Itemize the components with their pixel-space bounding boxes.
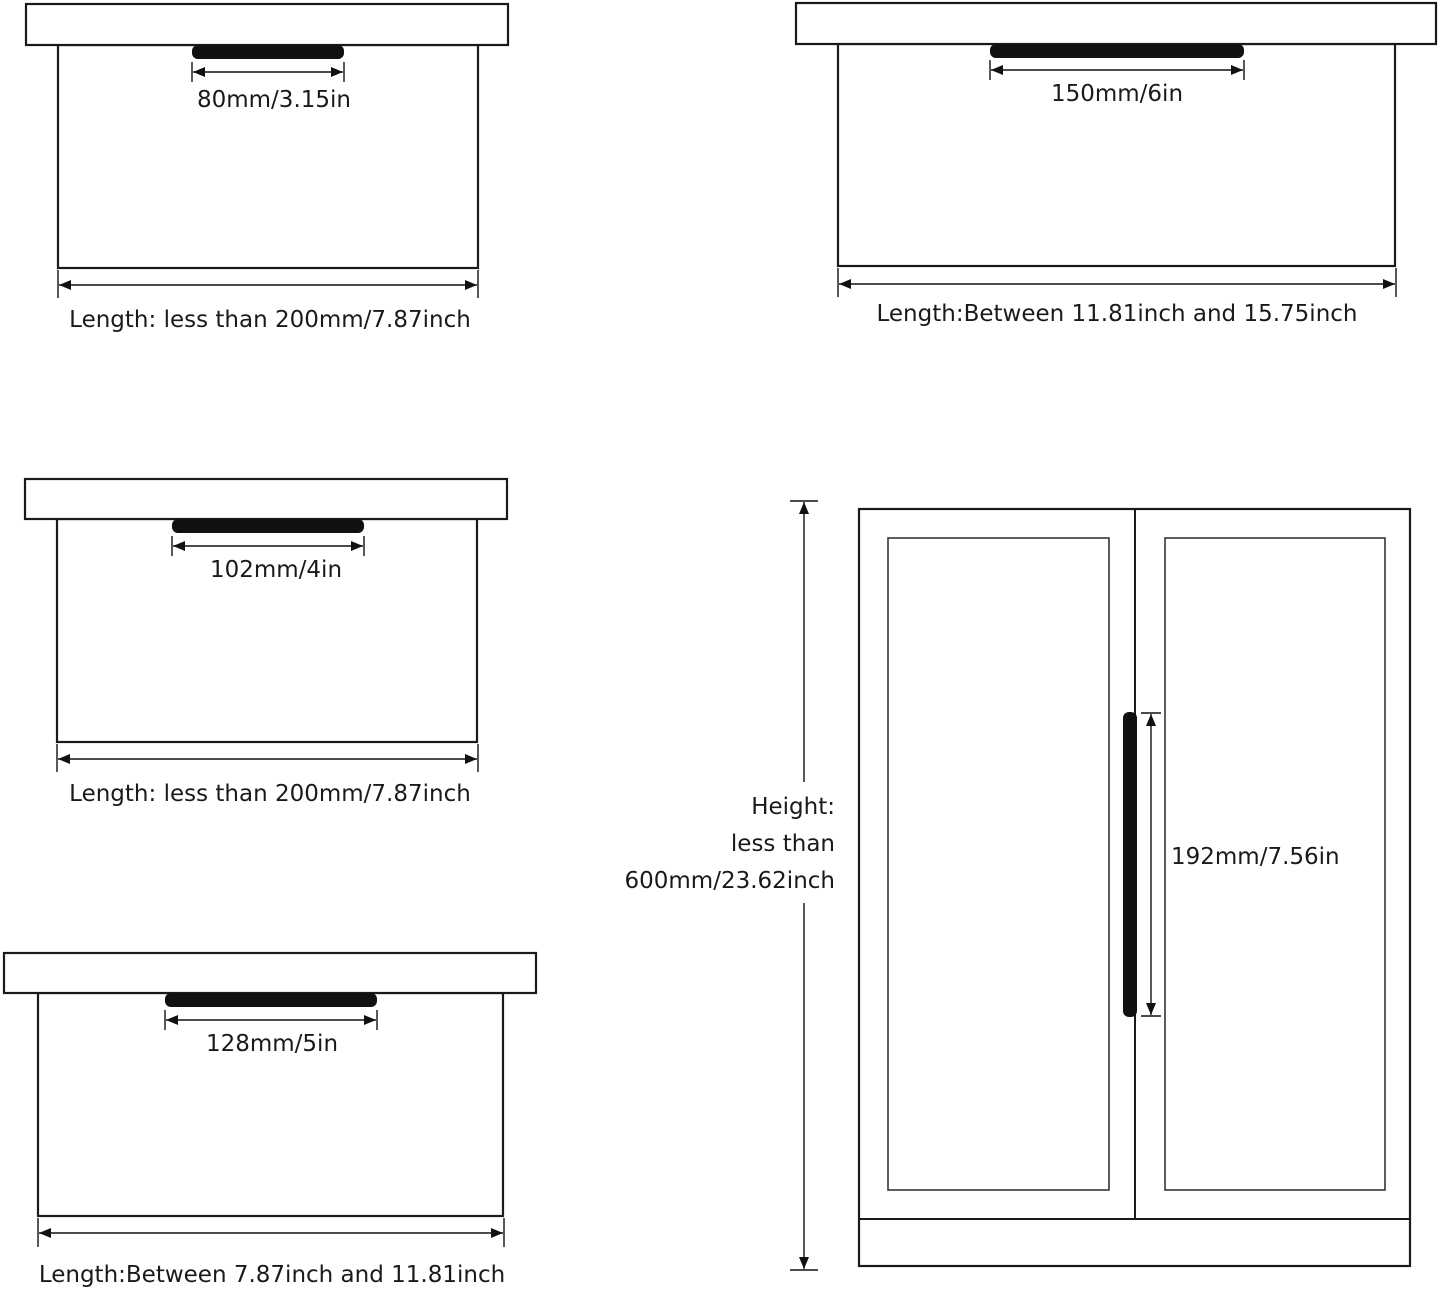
drawer-2: 150mm/6in Length:Between 11.81inch and 1… bbox=[794, 1, 1438, 327]
drawer-3-body bbox=[55, 517, 479, 744]
drawer-1-top-board bbox=[24, 2, 510, 47]
cabinet-right-door-panel bbox=[1164, 537, 1386, 1191]
drawer-1-length-label: Length: less than 200mm/7.87inch bbox=[69, 307, 471, 333]
drawer-4-handle-label: 128mm/5in bbox=[206, 1031, 338, 1057]
drawer-2-top-board bbox=[794, 1, 1438, 46]
drawer-3-length-label: Length: less than 200mm/7.87inch bbox=[69, 781, 471, 807]
drawer-2-handle bbox=[990, 44, 1244, 58]
drawer-3-handle-label: 102mm/4in bbox=[210, 557, 342, 583]
drawer-2-body bbox=[836, 42, 1397, 268]
cabinet-height-label-line-1: Height: bbox=[751, 794, 835, 820]
drawer-4-length-label: Length:Between 7.87inch and 11.81inch bbox=[39, 1262, 505, 1288]
drawer-3: 102mm/4in Length: less than 200mm/7.87in… bbox=[23, 477, 509, 807]
drawer-1-body bbox=[56, 43, 480, 270]
drawer-4: 128mm/5in Length:Between 7.87inch and 11… bbox=[2, 951, 538, 1288]
drawer-3-top-board bbox=[23, 477, 509, 521]
cabinet-handle-label: 192mm/7.56in bbox=[1171, 844, 1340, 870]
cabinet-left-door-panel bbox=[887, 537, 1110, 1191]
drawer-2-handle-label: 150mm/6in bbox=[1051, 81, 1183, 107]
cabinet: 192mm/7.56in Height: less than 600mm/23.… bbox=[625, 500, 1412, 1271]
cabinet-height-label-line-2: less than bbox=[731, 831, 835, 857]
drawer-1-handle bbox=[192, 45, 344, 59]
drawer-3-handle bbox=[172, 519, 364, 533]
drawer-1-handle-label: 80mm/3.15in bbox=[197, 87, 351, 113]
drawer-2-length-label: Length:Between 11.81inch and 15.75inch bbox=[877, 301, 1358, 327]
cabinet-height-label-line-3: 600mm/23.62inch bbox=[625, 868, 836, 894]
cabinet-handle bbox=[1123, 712, 1137, 1017]
drawer-4-handle bbox=[165, 993, 377, 1007]
drawer-1: 80mm/3.15in Length: less than 200mm/7.87… bbox=[24, 2, 510, 333]
drawer-4-body bbox=[36, 991, 505, 1218]
drawer-4-top-board bbox=[2, 951, 538, 995]
